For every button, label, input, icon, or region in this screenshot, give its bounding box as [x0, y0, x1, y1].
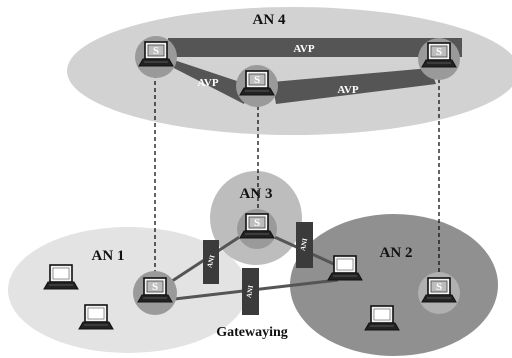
ani-box-middle: ANI [242, 268, 259, 315]
avp-label-top: AVP [293, 43, 314, 55]
ani-label-middle: ANI [245, 284, 255, 298]
avp-band-right: AVP [272, 68, 436, 104]
avp-band-left: AVP [166, 60, 252, 104]
server-laptop-an4-middle: S [239, 70, 275, 96]
server-laptop-an3: S [239, 213, 275, 239]
server-laptop-an2: S [421, 277, 457, 303]
an3-title: AN 3 [240, 186, 273, 202]
server-glyph: S [254, 74, 260, 86]
an1-cluster [8, 227, 248, 353]
avp-label-right: AVP [337, 84, 358, 96]
server-laptop-an1: S [137, 277, 173, 303]
server-glyph: S [152, 281, 158, 293]
server-glyph: S [436, 281, 442, 293]
ani-box-left: ANI [203, 240, 219, 284]
ani-label-right: ANI [299, 237, 310, 251]
ani-label-left: ANI [206, 254, 217, 269]
an4-title: AN 4 [253, 12, 286, 28]
gatewaying-label: Gatewaying [216, 325, 288, 340]
an2-title: AN 2 [380, 245, 413, 261]
server-glyph: S [436, 46, 442, 58]
an1-title: AN 1 [92, 248, 125, 264]
avp-band-top: AVP [168, 38, 462, 57]
avp-label-left: AVP [197, 77, 218, 89]
server-glyph: S [254, 217, 260, 229]
an2-cluster [290, 214, 498, 356]
ani-box-right: ANI [296, 222, 313, 268]
server-laptop-an4-left: S [138, 41, 174, 67]
server-laptop-an4-right: S [421, 42, 457, 68]
server-glyph: S [153, 45, 159, 57]
